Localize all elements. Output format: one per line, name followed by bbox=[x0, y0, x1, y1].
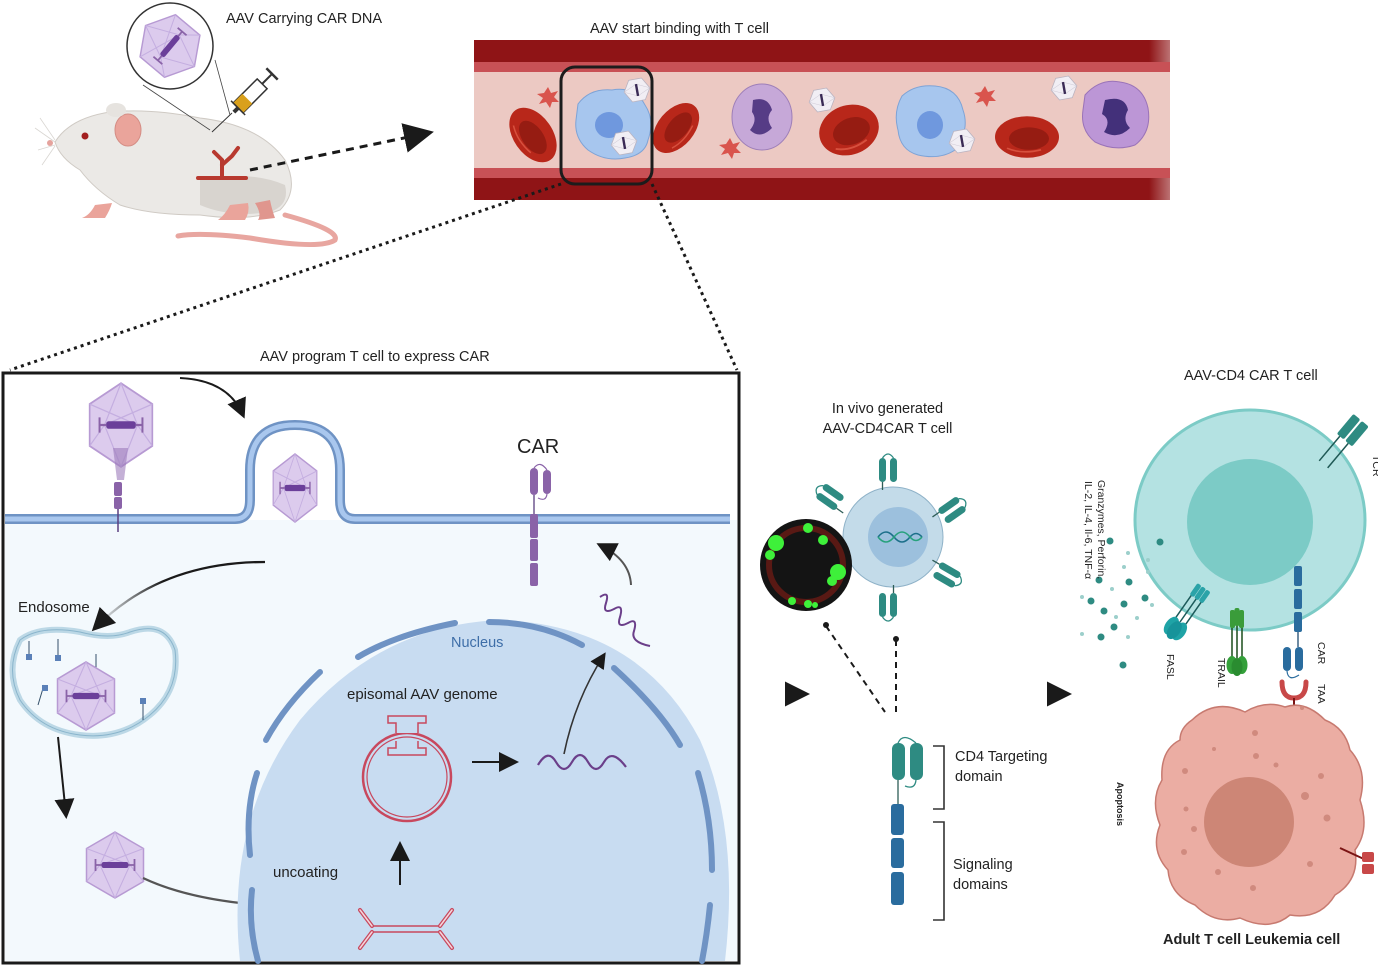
nucleus-label: Nucleus bbox=[451, 635, 504, 651]
zoom-line-left bbox=[9, 182, 562, 372]
taa-label: TAA bbox=[1315, 684, 1327, 704]
apoptosis-label: Apoptosis bbox=[1115, 782, 1125, 826]
targeting-domain-label-1: CD4 Targeting bbox=[955, 749, 1048, 765]
microscopy-image bbox=[760, 519, 852, 611]
signaling-domain-label-2: domains bbox=[953, 877, 1008, 893]
blood-vessel bbox=[474, 40, 1170, 200]
uncoating-label: uncoating bbox=[273, 864, 339, 881]
syringe-icon bbox=[211, 67, 279, 133]
bloodstream-title: AAV start binding with T cell bbox=[590, 21, 769, 37]
mouse-illustration bbox=[34, 2, 338, 247]
cytokines-label-2: IL-2, IL-4, Il-6, TNF-α bbox=[1082, 481, 1094, 580]
killing-panel bbox=[1080, 408, 1374, 925]
trail-label: TRAIL bbox=[1215, 658, 1227, 688]
programming-title: AAV program T cell to express CAR bbox=[260, 349, 490, 365]
fasl-label: FASL bbox=[1164, 654, 1176, 680]
cytokines-label-1: Granzymes, Perforin, bbox=[1095, 480, 1107, 580]
car-label: CAR bbox=[517, 436, 560, 458]
zoom-box bbox=[559, 65, 654, 186]
signaling-domain-label-1: Signaling bbox=[953, 857, 1013, 873]
generated-title-2: AAV-CD4CAR T cell bbox=[822, 421, 953, 437]
zoom-line-right bbox=[650, 183, 739, 371]
generated-title-1: In vivo generated bbox=[831, 401, 944, 417]
generated-car-t-cell bbox=[760, 453, 971, 921]
car-receptor-label: CAR bbox=[1315, 642, 1327, 665]
tcr-label: TCR bbox=[1370, 455, 1378, 477]
targeting-domain-label-2: domain bbox=[955, 769, 1003, 785]
car-receptor bbox=[530, 463, 551, 586]
target-cell-label: Adult T cell Leukemia cell bbox=[1163, 932, 1341, 948]
programming-panel bbox=[1, 371, 741, 965]
endosome-label: Endosome bbox=[18, 599, 90, 616]
injection-title: AAV Carrying CAR DNA bbox=[226, 11, 383, 27]
aav-callout bbox=[126, 2, 231, 131]
episomal-genome-label: episomal AAV genome bbox=[347, 686, 498, 703]
injection-arrow bbox=[249, 123, 434, 172]
killing-title: AAV-CD4 CAR T cell bbox=[1184, 368, 1318, 384]
